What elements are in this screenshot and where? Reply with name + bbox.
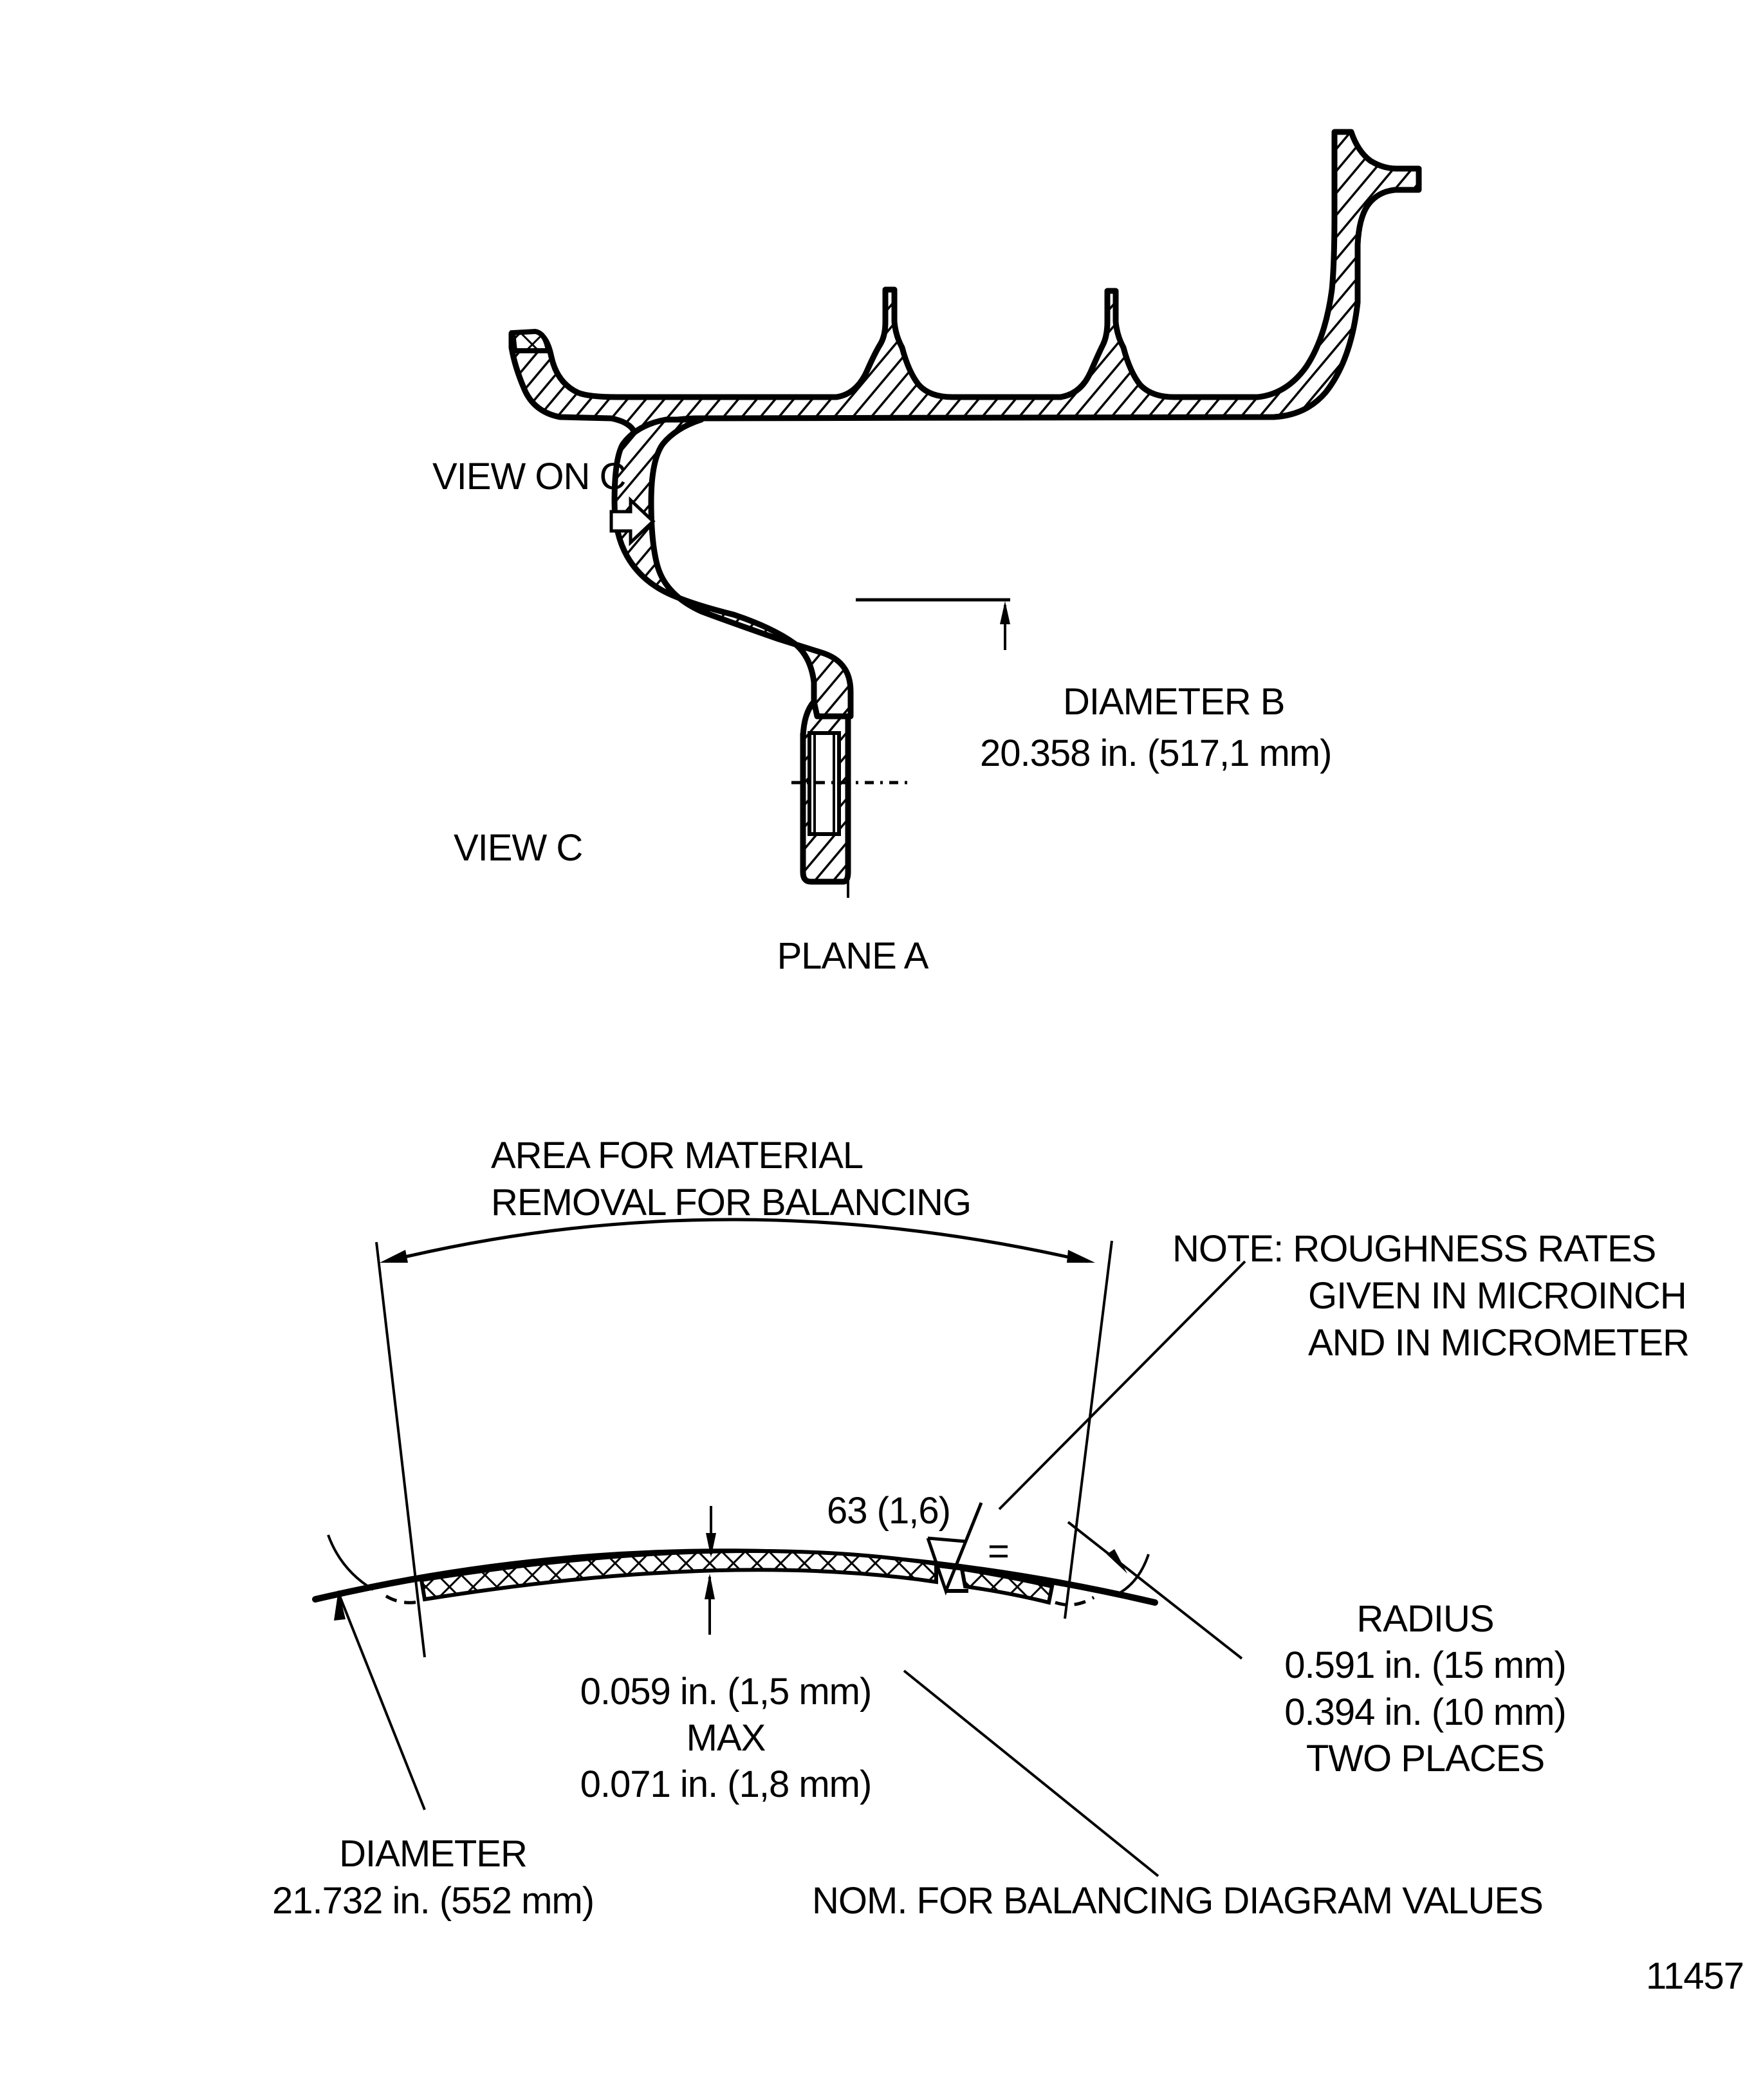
corner-radius-right xyxy=(1055,1595,1095,1607)
radius-value-1: 0.591 in. (15 mm) xyxy=(1284,1644,1566,1686)
rim-spoke xyxy=(611,416,854,720)
rim-band xyxy=(508,129,1422,454)
plane-a-label: PLANE A xyxy=(777,935,929,977)
note-line2: GIVEN IN MICROINCH xyxy=(1308,1275,1686,1317)
depth-arrowhead-bottom xyxy=(705,1574,715,1599)
depth-max-label: MAX xyxy=(687,1717,766,1759)
view-on-c-arrow-icon xyxy=(609,496,656,546)
diameter-arc-left xyxy=(327,1534,374,1591)
radius-leader xyxy=(1067,1521,1243,1660)
radius-qualifier: TWO PLACES xyxy=(1306,1738,1544,1779)
depth-nominal-value: 0.059 in. (1,5 mm) xyxy=(580,1671,872,1713)
radius-leader-arrowhead xyxy=(1107,1549,1127,1574)
area-boundary-right xyxy=(1064,1240,1113,1619)
radius-value-2: 0.394 in. (10 mm) xyxy=(1284,1691,1566,1733)
area-boundary-left xyxy=(375,1241,426,1658)
diameter-leader-arrowhead xyxy=(334,1590,346,1621)
note-line3: AND IN MICROMETER xyxy=(1308,1322,1689,1364)
depth-arrowhead-top xyxy=(706,1533,716,1557)
diameter-value: 21.732 in. (552 mm) xyxy=(272,1880,594,1922)
area-arrowhead-left xyxy=(380,1250,408,1263)
diameter-b-arrowhead xyxy=(1000,601,1010,624)
note-leader xyxy=(998,1260,1246,1510)
figure-number: 11457 xyxy=(1646,1955,1744,1997)
diameter-leader xyxy=(338,1595,426,1810)
roughness-value: 63 (1,6) xyxy=(827,1490,950,1532)
lip-crosshatch xyxy=(510,328,551,353)
lay-symbol: = xyxy=(988,1530,1009,1572)
area-label-line1: AREA FOR MATERIAL xyxy=(491,1135,863,1176)
material-removal-zone-right xyxy=(959,1566,1055,1605)
material-removal-zone xyxy=(419,1549,938,1602)
view-c-label: VIEW C xyxy=(454,827,582,869)
view-on-c-label: VIEW ON C xyxy=(432,456,625,497)
area-label-line2: REMOVAL FOR BALANCING xyxy=(491,1182,971,1223)
corner-radius-left xyxy=(385,1594,422,1604)
rim-cross-section xyxy=(508,129,1422,885)
area-arrowhead-right xyxy=(1067,1250,1095,1263)
radius-label: RADIUS xyxy=(1356,1598,1493,1640)
note-line1: NOTE: ROUGHNESS RATES xyxy=(1172,1228,1656,1270)
diameter-b-value: 20.358 in. (517,1 mm) xyxy=(980,732,1331,774)
diameter-label: DIAMETER xyxy=(339,1833,527,1875)
depth-max-value: 0.071 in. (1,8 mm) xyxy=(580,1763,872,1805)
radius-arc-right xyxy=(1116,1554,1150,1596)
nom-leader xyxy=(903,1669,1159,1877)
roughness-symbol-icon xyxy=(926,1502,983,1596)
diameter-b-label: DIAMETER B xyxy=(1063,681,1285,723)
area-dimension-arc xyxy=(385,1218,1088,1263)
nom-balancing-label: NOM. FOR BALANCING DIAGRAM VALUES xyxy=(812,1880,1543,1922)
